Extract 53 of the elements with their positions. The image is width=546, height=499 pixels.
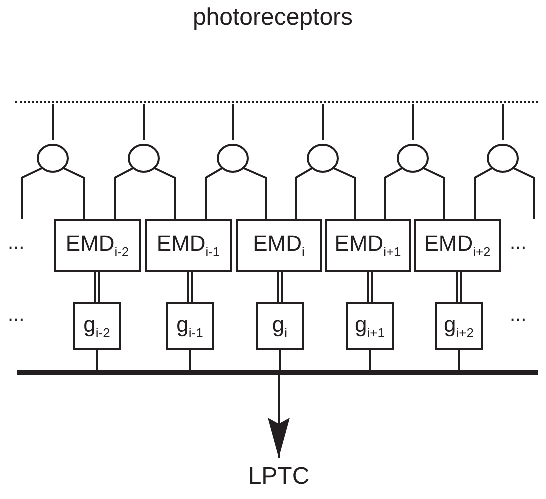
photoreceptor-circle: [217, 144, 249, 173]
double-line: [277, 271, 283, 303]
connector-line: [502, 104, 504, 140]
ellipsis: ...: [8, 304, 25, 327]
gain-box: g$_{i+2}$: [435, 302, 483, 350]
detector-box: EMD$_{i}$: [236, 219, 322, 272]
gain-box: g$_{i}$: [256, 302, 304, 350]
connector-line: [189, 350, 191, 370]
connector-line: [114, 167, 134, 219]
gain-box: g$_{i-1}$: [166, 302, 214, 350]
photoreceptor-circle: [397, 144, 429, 173]
output-label: LPTC: [239, 462, 319, 492]
double-line: [456, 271, 462, 303]
gain-box: g$_{i-2}$: [73, 302, 121, 350]
photoreceptor-circle: [487, 144, 519, 173]
detector-box: EMD$_{i+1}$: [325, 219, 411, 272]
detector-box: EMD$_{i-1}$: [145, 219, 232, 272]
ellipsis: ...: [8, 232, 25, 255]
connector-line: [384, 167, 404, 219]
connector-line: [232, 104, 234, 140]
connector-line: [205, 167, 224, 219]
double-line: [94, 271, 100, 303]
connector-line: [52, 104, 54, 140]
gain-box: g$_{i+1}$: [346, 302, 394, 350]
photoreceptor-circle: [37, 144, 69, 173]
connector-line: [332, 167, 356, 219]
detector-box: EMD$_{i-2}$: [54, 219, 141, 272]
double-line: [187, 271, 193, 303]
connector-line: [422, 167, 445, 219]
connector-line: [62, 167, 85, 219]
connector-line: [322, 104, 324, 140]
connector-line: [295, 167, 314, 219]
connector-line: [512, 167, 535, 219]
bus-bar: [17, 370, 538, 375]
connector-line: [143, 104, 145, 140]
connector-line: [242, 167, 267, 219]
connector-line: [412, 104, 414, 140]
connector-line: [458, 350, 460, 370]
connector-line: [21, 167, 44, 219]
connector-line: [369, 350, 371, 370]
photoreceptor-circle: [128, 144, 160, 173]
detector-box: EMD$_{i+2}$: [414, 219, 501, 272]
connector-line: [474, 167, 494, 219]
double-line: [367, 271, 373, 303]
ellipsis: ...: [510, 304, 527, 327]
ellipsis: ...: [510, 232, 527, 255]
title: photoreceptors: [192, 4, 354, 32]
connector-line: [96, 350, 98, 370]
dotted-line: [15, 101, 538, 104]
connector-line: [154, 167, 176, 219]
connector-line: [279, 350, 281, 370]
arrow: [268, 375, 290, 458]
photoreceptor-circle: [307, 144, 339, 173]
